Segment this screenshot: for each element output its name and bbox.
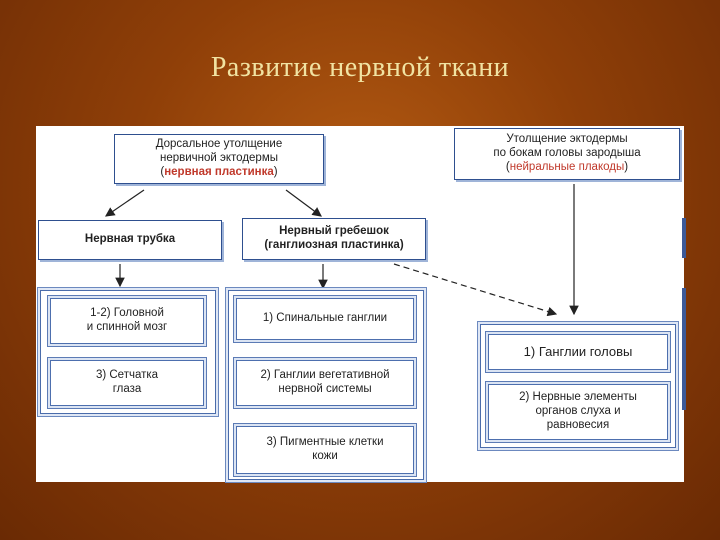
diagram-panel: Дорсальное утолщение нервичной эктодермы… [36,126,684,482]
panel-edge-mark [682,218,686,258]
arrow-plate-to-tube [105,189,145,217]
arrow-crest-to-head [393,263,558,317]
connector-arrows [105,184,579,317]
box-sensory-elements: 2) Нервные элементы органов слуха и равн… [488,384,668,440]
box-neural-crest: Нервный гребешок (ганглиозная пластинка) [242,218,426,260]
box-head-ganglia: 1) Ганглии головы [488,334,668,370]
box-neural-tube: Нервная трубка [38,220,222,260]
box-retina: 3) Сетчатка глаза [50,360,204,406]
box-autonomic-ganglia: 2) Ганглии вегетативной нервной системы [236,360,414,406]
box-neural-plate: Дорсальное утолщение нервичной эктодермы… [114,134,324,184]
panel-edge-mark [682,288,686,410]
box-pigment-cells: 3) Пигментные клетки кожи [236,426,414,474]
box-brain-spinal-cord: 1-2) Головной и спинной мозг [50,298,204,344]
slide-title: Развитие нервной ткани [210,52,510,83]
box-ectoderm-thickening: Утолщение эктодермы по бокам головы заро… [454,128,680,180]
box-spinal-ganglia: 1) Спинальные ганглии [236,298,414,340]
arrow-plate-to-crest [285,189,322,217]
